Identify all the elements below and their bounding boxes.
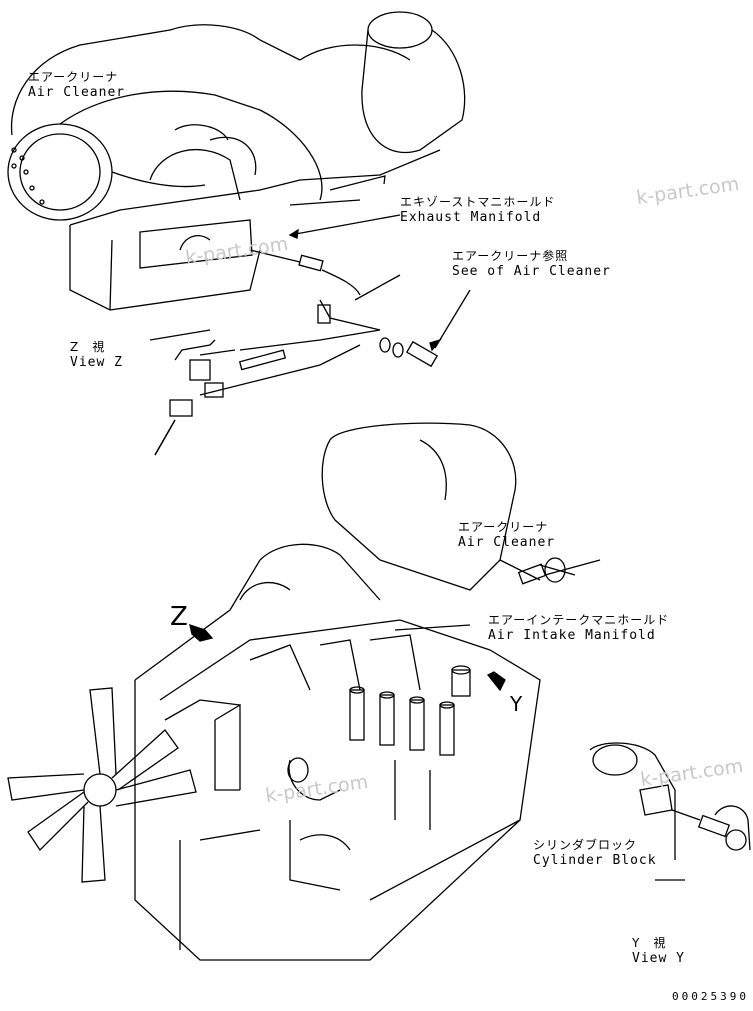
cylinder-block-jp: シリンダブロック	[533, 838, 638, 852]
view-y-detail	[589, 742, 751, 881]
exhaust-manifold-en: Exhaust Manifold	[400, 210, 542, 225]
air-intake-manifold-label: エアーインテークマニホールド Air Intake Manifold	[488, 613, 669, 643]
y-arrow-label: Y	[510, 692, 523, 716]
view-z-en: View Z	[70, 355, 123, 370]
z-arrow-icon	[189, 624, 214, 642]
cylinder-block-en: Cylinder Block	[533, 853, 657, 868]
air-cleaner-bottom-jp: エアークリーナ	[458, 520, 549, 534]
exhaust-manifold-label: エキゾーストマニホールド Exhaust Manifold	[400, 195, 555, 225]
view-y-en: View Y	[632, 951, 685, 966]
engine-block-bottom	[134, 543, 541, 961]
air-intake-manifold-jp: エアーインテークマニホールド	[488, 613, 670, 627]
air-cleaner-top-label: エアークリーナ Air Cleaner	[28, 70, 125, 100]
y-arrow-icon	[486, 671, 506, 692]
fan	[7, 687, 197, 883]
view-y-jp: Y 視	[632, 936, 667, 950]
air-cleaner-top	[7, 11, 466, 221]
view-y-label: Y 視 View Y	[632, 936, 685, 966]
exhaust-manifold-jp: エキゾーストマニホールド	[400, 195, 556, 209]
see-air-cleaner-en: See of Air Cleaner	[452, 264, 611, 279]
air-cleaner-top-jp: エアークリーナ	[28, 70, 119, 84]
z-arrow-label: Z	[170, 602, 188, 632]
sensor-bracket-top	[149, 249, 471, 456]
air-cleaner-top-en: Air Cleaner	[28, 85, 126, 100]
drawing-serial-number: 00025390	[672, 990, 749, 1003]
cylinder-block-label: シリンダブロック Cylinder Block	[533, 838, 657, 868]
air-cleaner-bottom-label: エアークリーナ Air Cleaner	[458, 520, 555, 550]
see-air-cleaner-jp: エアークリーナ参照	[452, 249, 569, 263]
air-cleaner-bottom	[321, 422, 517, 591]
air-cleaner-bottom-en: Air Cleaner	[458, 535, 556, 550]
view-z-label: Z 視 View Z	[70, 340, 123, 370]
engine-block-top	[69, 124, 441, 311]
air-intake-manifold-en: Air Intake Manifold	[488, 628, 656, 643]
exhaust-leader	[289, 214, 401, 236]
see-air-cleaner-label: エアークリーナ参照 See of Air Cleaner	[452, 249, 611, 279]
view-z-jp: Z 視	[70, 340, 106, 354]
